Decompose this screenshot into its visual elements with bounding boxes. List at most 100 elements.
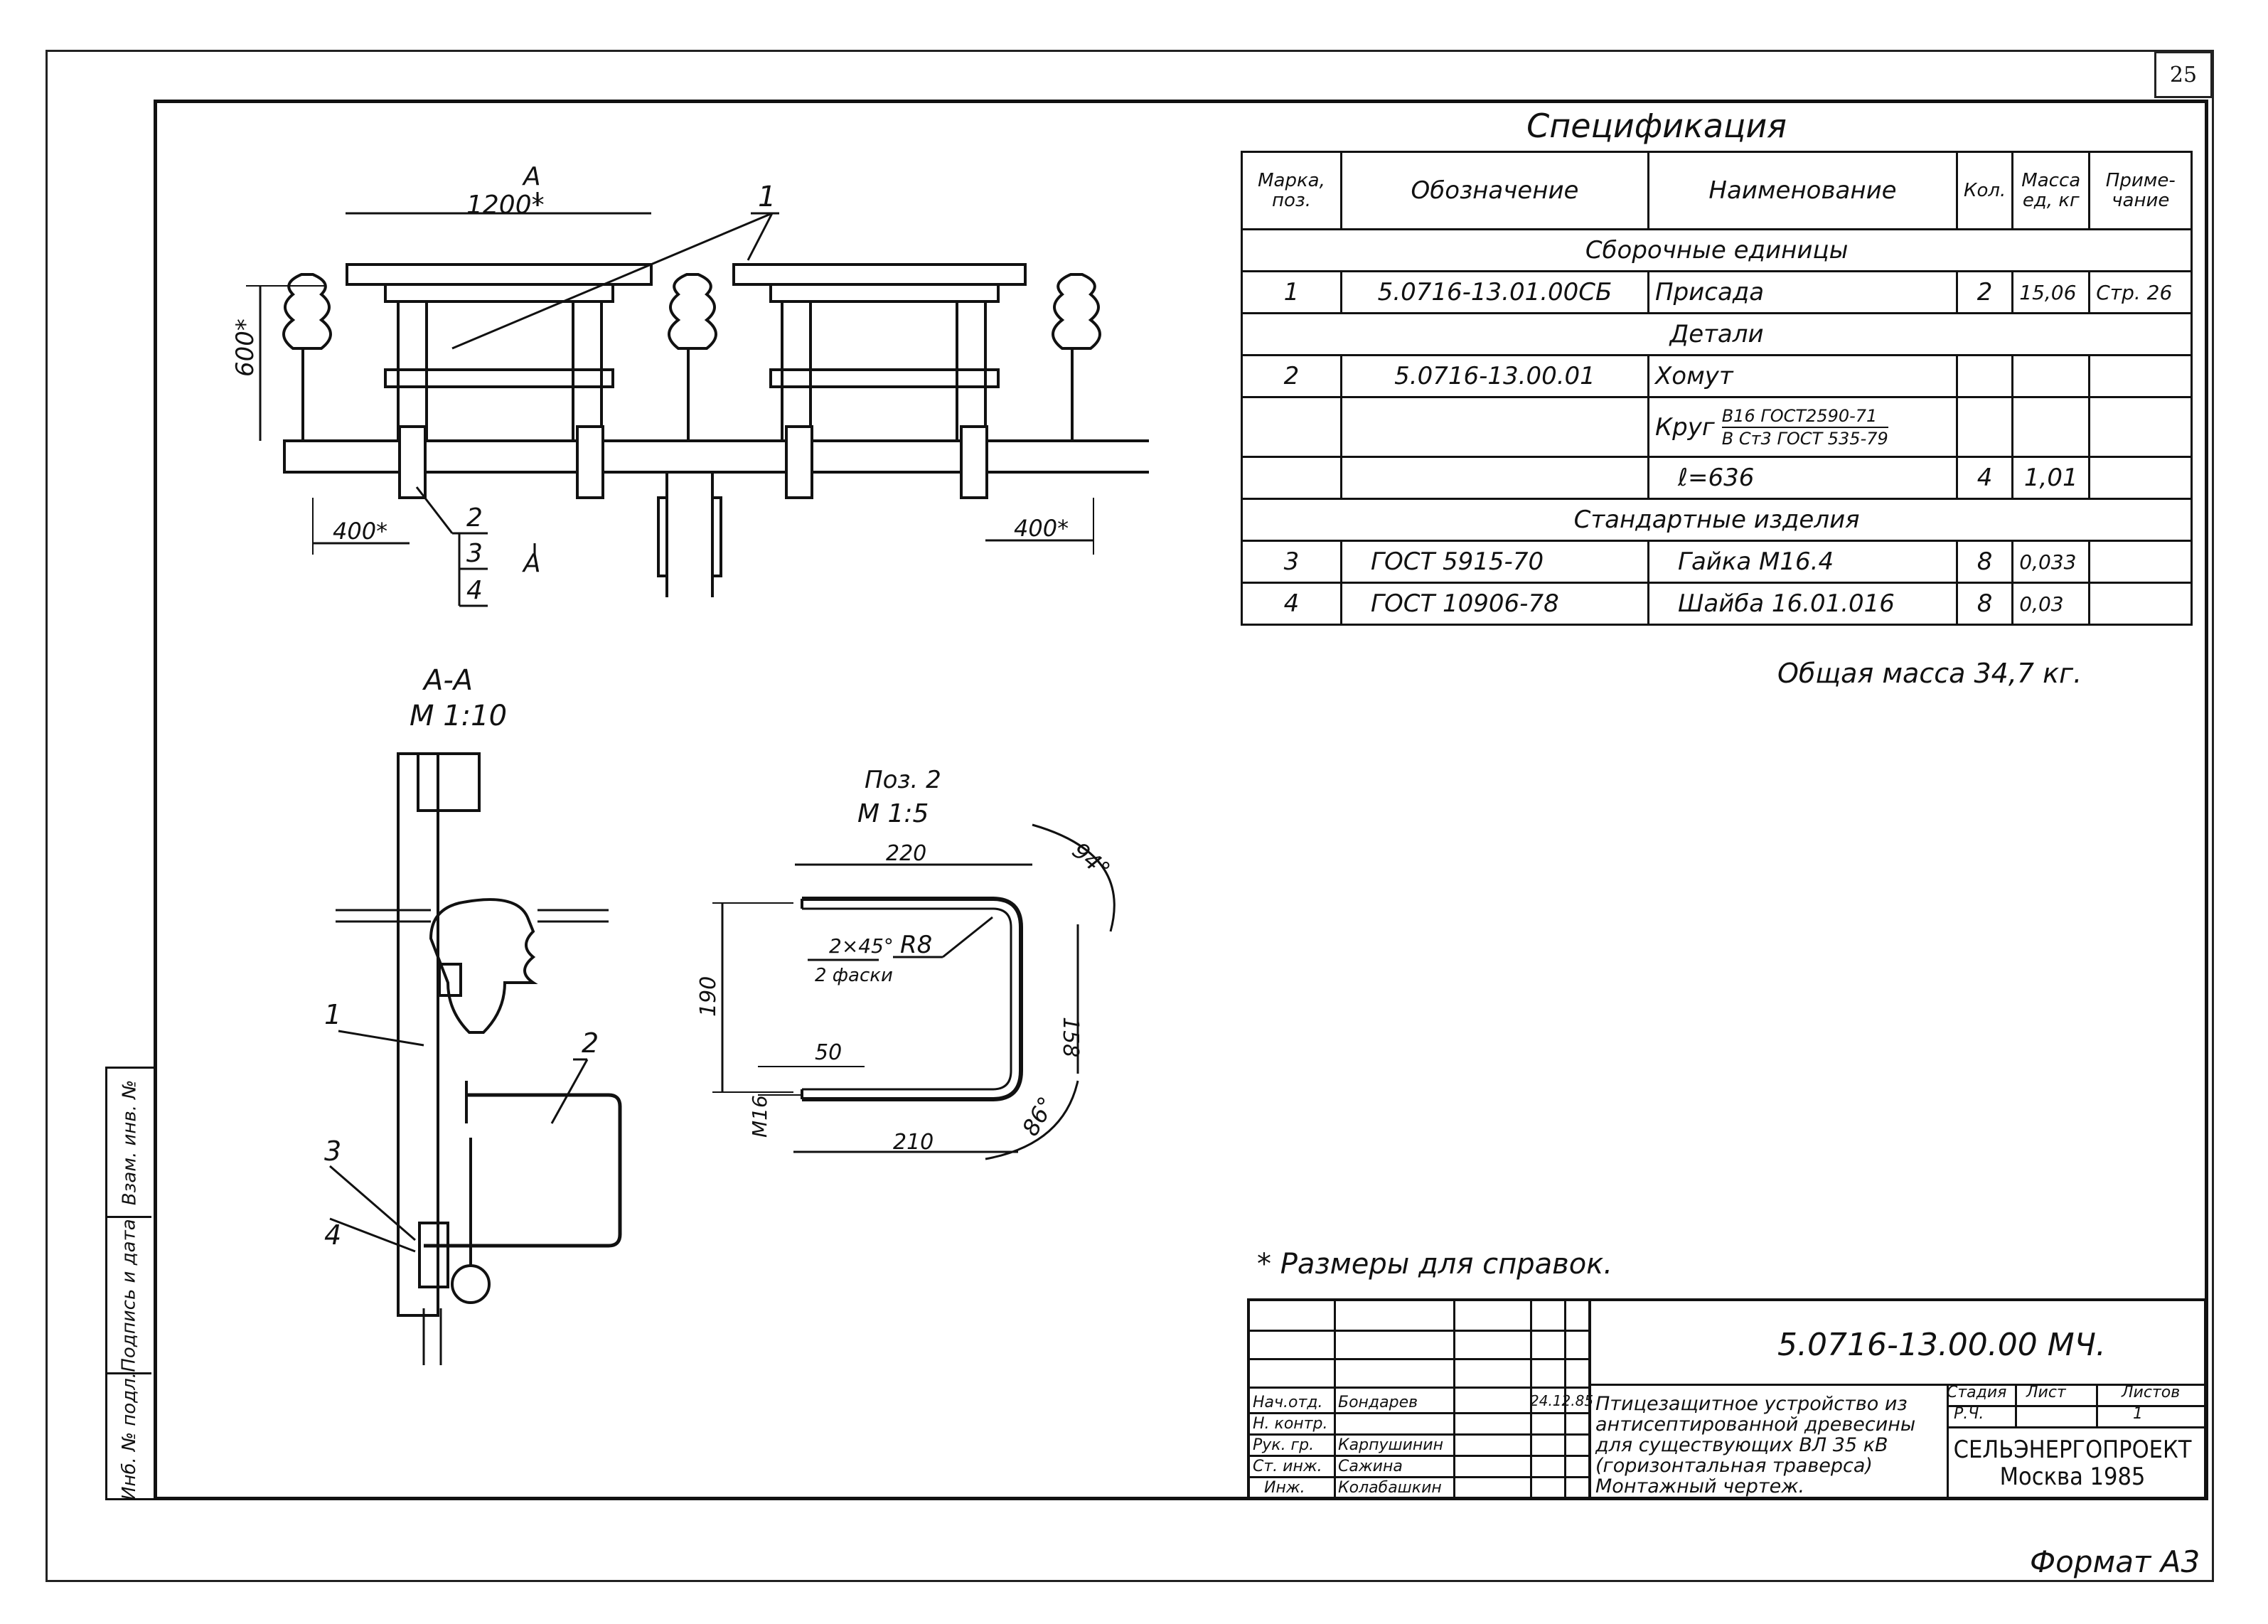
cell-qty [1955,396,2014,458]
cell-mass: 15,06 [2011,270,2091,314]
sheets-value: 1 [2133,1405,2143,1423]
table-row: ℓ=636 4 1,01 [1241,456,2193,500]
tb-name: Колабашкин [1338,1479,1442,1497]
organization: СЕЛЬЭНЕРГОПРОЕКТ Москва 1985 [1948,1436,2197,1490]
cell-designation: 5.0716-13.01.00СБ [1340,270,1649,314]
cell-designation: 5.0716-13.00.01 [1340,354,1649,398]
spec-title: Спецификация [1526,107,1787,145]
reference-note: * Размеры для справок. [1257,1248,1613,1281]
section-row: Детали [1240,312,2193,356]
cell-pos: 2 [1241,354,1342,398]
tb-role: Н. контр. [1253,1415,1328,1433]
cell-note [2088,540,2193,584]
table-row: 4 ГОСТ 10906-78 Шайба 16.01.016 8 0,03 [1241,582,2193,626]
title-block: Нач.отд. Бондарев 24.12.85 Н. контр. Рук… [1247,1298,2207,1500]
table-row: Круг В16 ГОСТ2590-71 В Ст3 ГОСТ 535-79 [1241,396,2193,458]
cell-name: ℓ=636 [1647,456,1958,500]
document-code: 5.0716-13.00.00 МЧ. [1777,1327,2106,1363]
cell-note [2088,354,2193,398]
cell-designation: ГОСТ 10906-78 [1340,582,1649,626]
cell-pos [1241,396,1342,458]
table-row: 1 5.0716-13.01.00СБ Присада 2 15,06 Стр.… [1241,270,2193,314]
format-label: Формат А3 [2030,1544,2200,1579]
tb-name: Бондарев [1338,1394,1418,1411]
cell-qty: 8 [1955,582,2014,626]
dim-height: 600* [231,319,260,377]
side-cell-inv-orig: Инб. № подл. [107,1372,151,1501]
header-mass: Масса ед, кг [2011,151,2091,230]
header-name: Наименование [1647,151,1958,230]
table-row: 2 5.0716-13.00.01 Хомут [1241,354,2193,398]
cell-mass: 0,033 [2011,540,2091,584]
cell-name: Хомут [1647,354,1958,398]
section-title: А-А [422,664,473,697]
cell-qty: 8 [1955,540,2014,584]
cell-name: Присада [1647,270,1958,314]
cell-mass [2011,396,2091,458]
cell-designation: ГОСТ 5915-70 [1340,540,1649,584]
drawing-frame [154,100,2208,1500]
dim-right: 400* [1014,515,1069,542]
total-mass: Общая масса 34,7 кг. [1777,658,2082,689]
name-bottom: В Ст3 ГОСТ 535-79 [1721,428,1888,449]
dim-m16: М16 [748,1095,771,1138]
sheet-label: Лист [2026,1384,2066,1401]
stage-value: Р.Ч. [1954,1405,1984,1423]
chamfer-note: 2 фаски [815,965,893,986]
section-insulator [429,898,538,1034]
insulator-left [282,273,332,441]
dim-left: 400* [333,518,387,545]
side-strip: Взам. инв. № Подпись и дата Инб. № подл. [105,1067,154,1500]
outer-frame [46,50,2214,1582]
cell-qty [1955,354,2014,398]
tb-name: Сажина [1338,1458,1403,1475]
dim-50: 50 [815,1040,842,1065]
callout-3-top: 3 [466,539,483,568]
cell-note [2088,396,2193,458]
section-row: Сборочные единицы [1240,228,2193,272]
section-mark-top: А [522,162,541,191]
sheets-label: Листов [2122,1384,2181,1401]
cell-pos: 1 [1241,270,1342,314]
tb-role: Рук. гр. [1253,1436,1315,1454]
cell-mass: 0,03 [2011,582,2091,626]
header-note: Приме-чание [2088,151,2193,230]
callout-2-top: 2 [466,503,483,533]
title-block-grid: Нач.отд. Бондарев 24.12.85 Н. контр. Рук… [1250,1301,1594,1497]
dim-158: 158 [1058,1017,1083,1057]
side-cell-inv-replace: Взам. инв. № [107,1069,151,1218]
callout-3-section: 3 [324,1136,341,1167]
dim-190: 190 [696,976,721,1017]
section-scale: М 1:10 [410,700,507,732]
angle-86: 86° [1017,1092,1060,1140]
tb-date: 24.12.85 [1530,1392,1594,1409]
stage-label: Стадия [1947,1384,2007,1401]
org-city: Москва 1985 [1999,1463,2146,1491]
pos2-scale: М 1:5 [857,799,929,828]
name-top: В16 ГОСТ2590-71 [1721,405,1888,428]
dim-210: 210 [893,1130,934,1155]
spec-table: Марка, поз. Обозначение Наименование Кол… [1240,151,2193,626]
table-row: 3 ГОСТ 5915-70 Гайка М16.4 8 0,033 [1241,540,2193,584]
traverse-beam [283,439,1149,474]
section-assembly: Сборочные единицы [1240,228,2193,272]
tb-role: Нач.отд. [1253,1394,1323,1411]
name-prefix: Круг [1655,412,1715,442]
cell-designation [1340,396,1649,458]
callout-1-section: 1 [324,999,341,1030]
right-top-plank [732,263,1027,286]
side-label-inv: Инб. № подл. [119,1372,140,1501]
callout-4-top: 4 [466,576,483,605]
left-top-plank [346,263,653,286]
left-mid-plank [384,368,614,388]
page-number: 25 [2154,51,2213,98]
drawings-svg: 1200* А 600* 400* 400* 1 2 3 4 А А-А М 1… [231,162,1149,1365]
side-label-replace: Взам. инв. № [119,1079,140,1205]
tb-name: Карпушинин [1338,1436,1443,1454]
cell-mass: 1,01 [2011,456,2091,500]
cell-pos: 4 [1241,582,1342,626]
side-label-sign: Подпись и дата [119,1218,140,1372]
spec-header-row: Марка, поз. Обозначение Наименование Кол… [1241,151,2193,230]
clamp-pos2 [802,897,1023,1101]
section-details: Детали [1240,312,2193,356]
